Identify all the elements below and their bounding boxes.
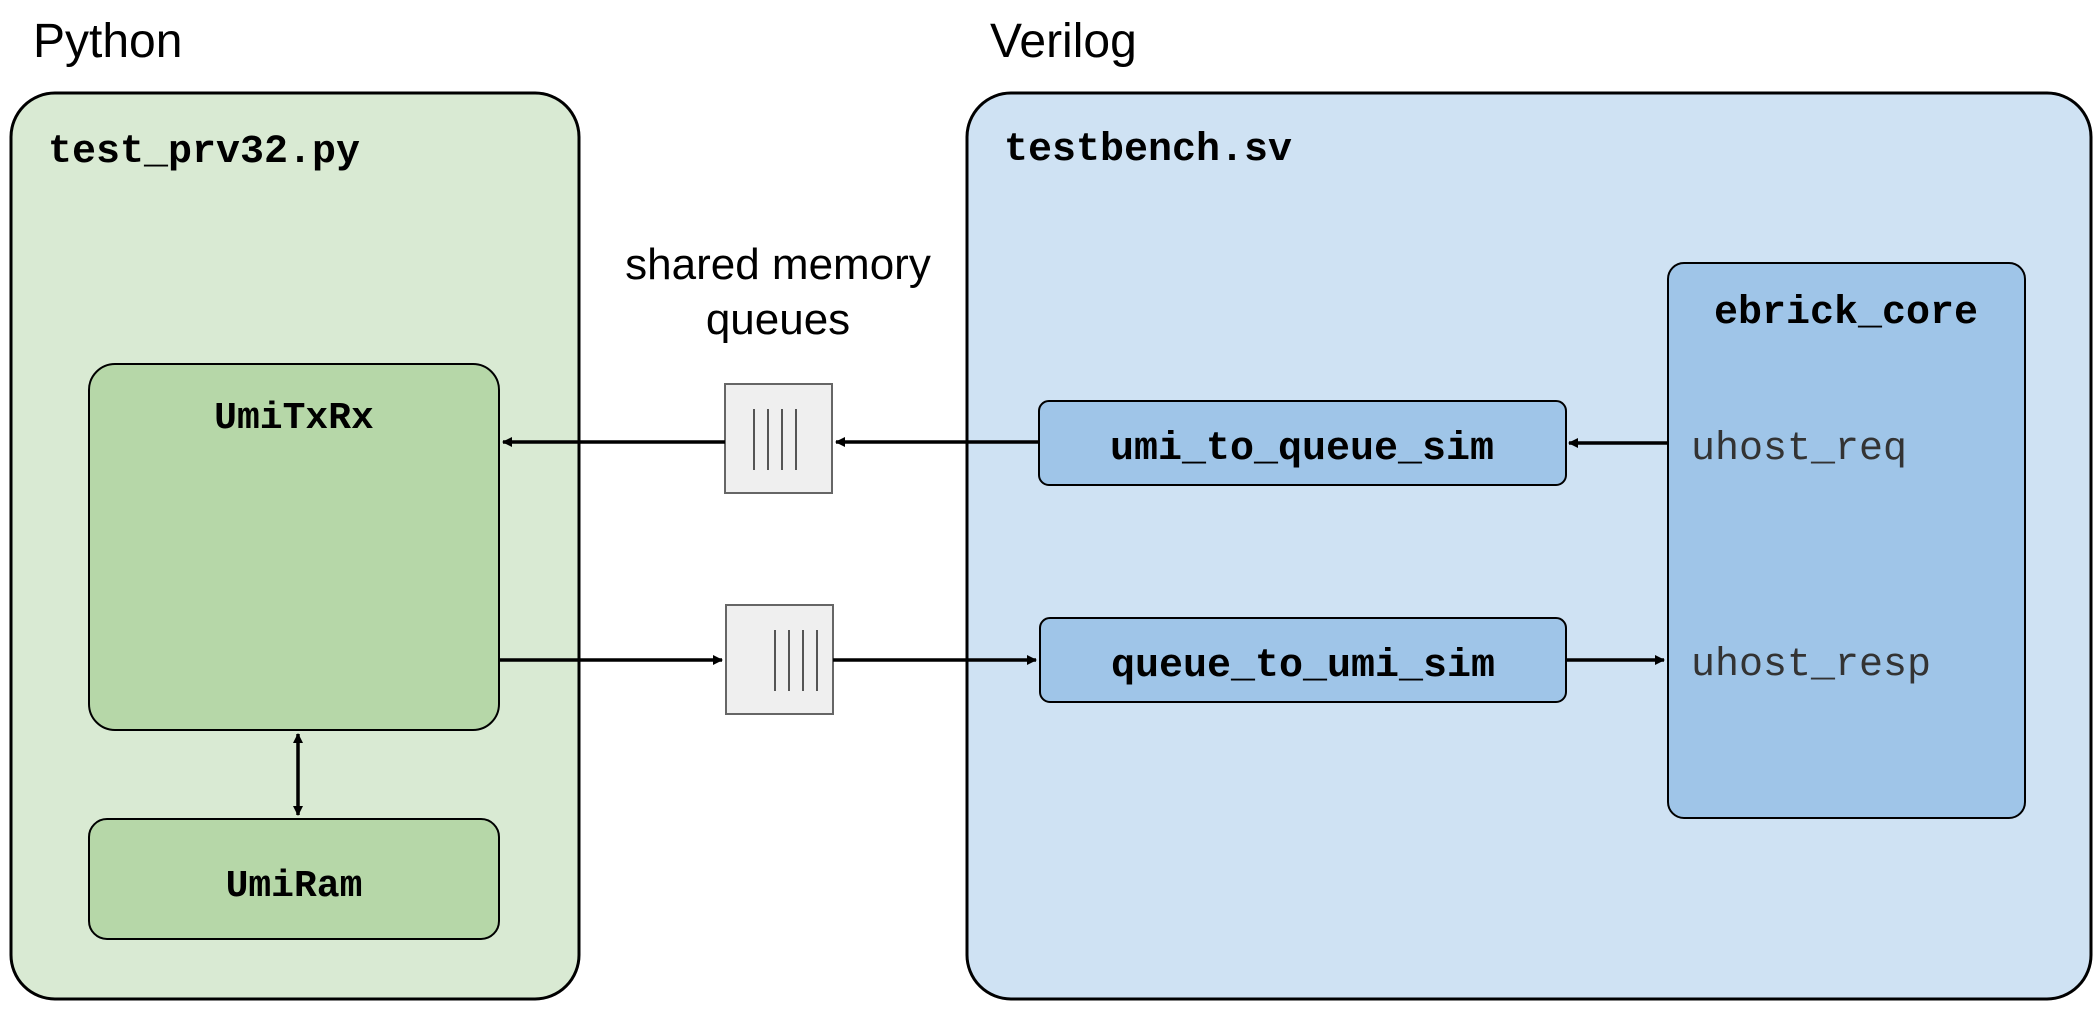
queues-label-line2: queues xyxy=(706,295,850,344)
python-heading: Python xyxy=(33,15,182,68)
uhost-req-port: uhost_req xyxy=(1691,427,1907,472)
umi-to-queue-sim-label: umi_to_queue_sim xyxy=(1110,427,1494,472)
ebrick-core-label: ebrick_core xyxy=(1714,291,1978,336)
ebrick-core-block: ebrick_core uhost_req uhost_resp xyxy=(1667,262,2026,819)
verilog-file-label: testbench.sv xyxy=(1004,128,1292,173)
queue-to-umi-sim-block: queue_to_umi_sim xyxy=(1039,617,1567,703)
umitxrx-block: UmiTxRx xyxy=(88,363,500,731)
queue-icon-req xyxy=(724,383,833,494)
umi-to-queue-sim-block: umi_to_queue_sim xyxy=(1038,400,1567,486)
umiram-block: UmiRam xyxy=(88,818,500,940)
verilog-heading: Verilog xyxy=(990,15,1137,68)
umiram-label: UmiRam xyxy=(226,865,363,908)
queues-label-line1: shared memory xyxy=(625,240,931,289)
python-file-label: test_prv32.py xyxy=(48,130,360,175)
queue-to-umi-sim-label: queue_to_umi_sim xyxy=(1111,644,1495,689)
umitxrx-label: UmiTxRx xyxy=(214,397,374,440)
queue-icon-resp xyxy=(725,604,834,715)
uhost-resp-port: uhost_resp xyxy=(1691,643,1931,688)
